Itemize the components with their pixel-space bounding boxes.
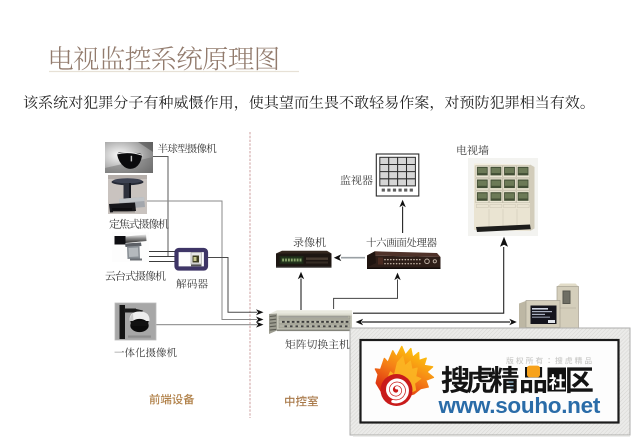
svg-text:www.souho.net: www.souho.net: [438, 393, 601, 418]
